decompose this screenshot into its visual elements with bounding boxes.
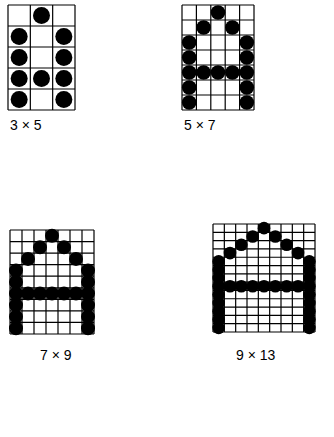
matrix-dot <box>224 280 237 293</box>
matrix-dot <box>211 65 226 80</box>
matrix-dot <box>11 49 28 66</box>
matrix-size-label: 9 × 13 <box>236 348 275 362</box>
matrix-dot <box>196 65 211 80</box>
grid-line <box>10 264 94 265</box>
matrix-dot <box>235 280 248 293</box>
matrix-dot <box>246 280 259 293</box>
matrix-dot <box>211 5 226 20</box>
matrix-dot <box>33 7 50 24</box>
matrix-dot <box>240 50 255 65</box>
matrix-dot <box>269 230 282 243</box>
matrix-dot <box>240 95 255 110</box>
matrix-dot <box>224 247 237 260</box>
matrix-dot <box>21 287 35 301</box>
grid-line <box>213 315 315 316</box>
matrix-dot <box>57 240 71 254</box>
matrix-dot <box>240 65 255 80</box>
matrix-dot <box>182 35 197 50</box>
matrix-dot <box>246 230 259 243</box>
matrix-dot <box>33 287 47 301</box>
matrix-dot <box>258 280 271 293</box>
matrix-dot <box>292 280 305 293</box>
matrix-dot <box>45 229 59 243</box>
grid-line <box>210 5 211 110</box>
matrix-dot <box>55 91 72 108</box>
matrix-dot <box>280 238 293 251</box>
matrix-dot <box>196 20 211 35</box>
matrix-dot <box>45 287 59 301</box>
matrix-dot <box>69 287 83 301</box>
matrix-dot <box>280 280 293 293</box>
matrix-dot <box>235 238 248 251</box>
matrix-size-label: 3 × 5 <box>10 118 42 132</box>
grid-line <box>10 322 94 323</box>
matrix-dot <box>212 322 225 335</box>
matrix-dot <box>269 280 282 293</box>
grid-line <box>52 5 53 110</box>
matrix-dot <box>225 20 240 35</box>
grid-line <box>30 5 31 110</box>
dot-matrix-grid <box>212 222 315 334</box>
matrix-dot <box>225 65 240 80</box>
grid-line <box>213 240 315 241</box>
grid-line <box>8 25 75 26</box>
dot-matrix-grid <box>8 5 75 110</box>
grid-line <box>213 323 315 324</box>
matrix-dot <box>33 70 50 87</box>
grid-line <box>182 109 254 110</box>
grid-line <box>213 331 315 332</box>
grid-line <box>7 5 8 110</box>
matrix-dot <box>69 252 83 266</box>
grid-line <box>10 333 94 334</box>
matrix-dot <box>9 321 23 335</box>
matrix-dot <box>57 287 71 301</box>
grid-line <box>74 5 75 110</box>
matrix-dot <box>55 70 72 87</box>
grid-line <box>182 34 254 35</box>
dot-matrix-grid <box>182 5 254 110</box>
grid-line <box>10 276 94 277</box>
matrix-dot <box>11 91 28 108</box>
grid-line <box>8 109 75 110</box>
grid-line <box>182 94 254 95</box>
grid-line <box>225 5 226 110</box>
matrix-dot <box>21 252 35 266</box>
matrix-dot <box>11 28 28 45</box>
matrix-dot <box>182 80 197 95</box>
matrix-dot <box>182 95 197 110</box>
grid-line <box>182 49 254 50</box>
matrix-dot <box>292 247 305 260</box>
grid-line <box>8 4 75 5</box>
grid-line <box>213 265 315 266</box>
matrix-dot <box>33 240 47 254</box>
grid-line <box>8 46 75 47</box>
matrix-dot <box>182 65 197 80</box>
matrix-dot <box>81 321 95 335</box>
grid-line <box>8 88 75 89</box>
grid-line <box>213 273 315 274</box>
matrix-dot <box>240 80 255 95</box>
grid-line <box>213 306 315 307</box>
dot-matrix-grid <box>9 229 95 335</box>
grid-line <box>8 67 75 68</box>
matrix-dot <box>303 322 316 335</box>
matrix-size-label: 5 × 7 <box>184 118 216 132</box>
matrix-dot <box>11 70 28 87</box>
matrix-dot <box>55 28 72 45</box>
matrix-size-label: 7 × 9 <box>40 348 72 362</box>
matrix-dot <box>258 222 271 235</box>
matrix-dot <box>55 49 72 66</box>
matrix-dot <box>182 50 197 65</box>
grid-line <box>213 298 315 299</box>
grid-line <box>10 253 94 254</box>
matrix-dot <box>240 35 255 50</box>
grid-line <box>10 310 94 311</box>
